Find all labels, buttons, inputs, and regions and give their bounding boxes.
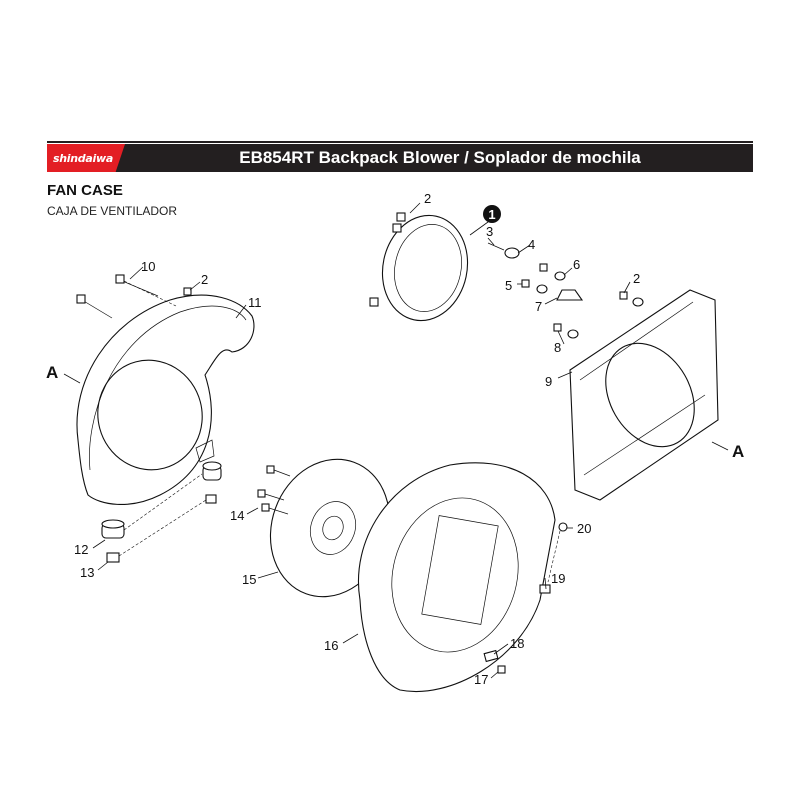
callout-3: 3 [486, 224, 493, 239]
leader-lines [63, 202, 729, 679]
header-rule [47, 141, 753, 143]
callout-20: 20 [577, 521, 591, 536]
callout-17: 17 [474, 672, 488, 687]
callout-10: 10 [141, 259, 155, 274]
callout-5: 5 [505, 278, 512, 293]
bolt-14-parts [257, 465, 291, 515]
callout-1-marker [483, 205, 501, 223]
fan-case-part [358, 462, 556, 692]
callout-16: 16 [324, 638, 338, 653]
hardware-parts [487, 242, 644, 339]
callout-2-left: 2 [201, 272, 208, 287]
callout-9: 9 [545, 374, 552, 389]
callout-2-right: 2 [633, 271, 640, 286]
page-title: EB854RT Backpack Blower / Soplador de mo… [239, 148, 641, 167]
section-subtitle: CAJA DE VENTILADOR [47, 204, 178, 218]
callout-8: 8 [554, 340, 561, 355]
callout-15: 15 [242, 572, 256, 587]
reference-a-right: A [732, 442, 744, 461]
bracket-part [369, 212, 469, 322]
callout-12: 12 [74, 542, 88, 557]
header-bar [47, 144, 753, 172]
brand-logo: shindaiwa [47, 144, 125, 172]
right-cover-part [569, 289, 719, 501]
callout-7: 7 [535, 299, 542, 314]
fan-cover-part [76, 294, 255, 506]
callout-1: 1 [488, 207, 495, 222]
callout-6: 6 [573, 257, 580, 272]
callout-13: 13 [80, 565, 94, 580]
callout-11: 11 [248, 295, 262, 310]
callout-14: 14 [230, 508, 244, 523]
callout-18: 18 [510, 636, 524, 651]
brand-logo-text: shindaiwa [53, 151, 113, 165]
callout-4: 4 [528, 237, 535, 252]
callout-2-top: 2 [424, 191, 431, 206]
grommet-parts [101, 461, 222, 563]
reference-a-left: A [46, 363, 58, 382]
section-title: FAN CASE [47, 182, 123, 199]
callout-19: 19 [551, 571, 565, 586]
bolt-10-parts [76, 274, 192, 319]
